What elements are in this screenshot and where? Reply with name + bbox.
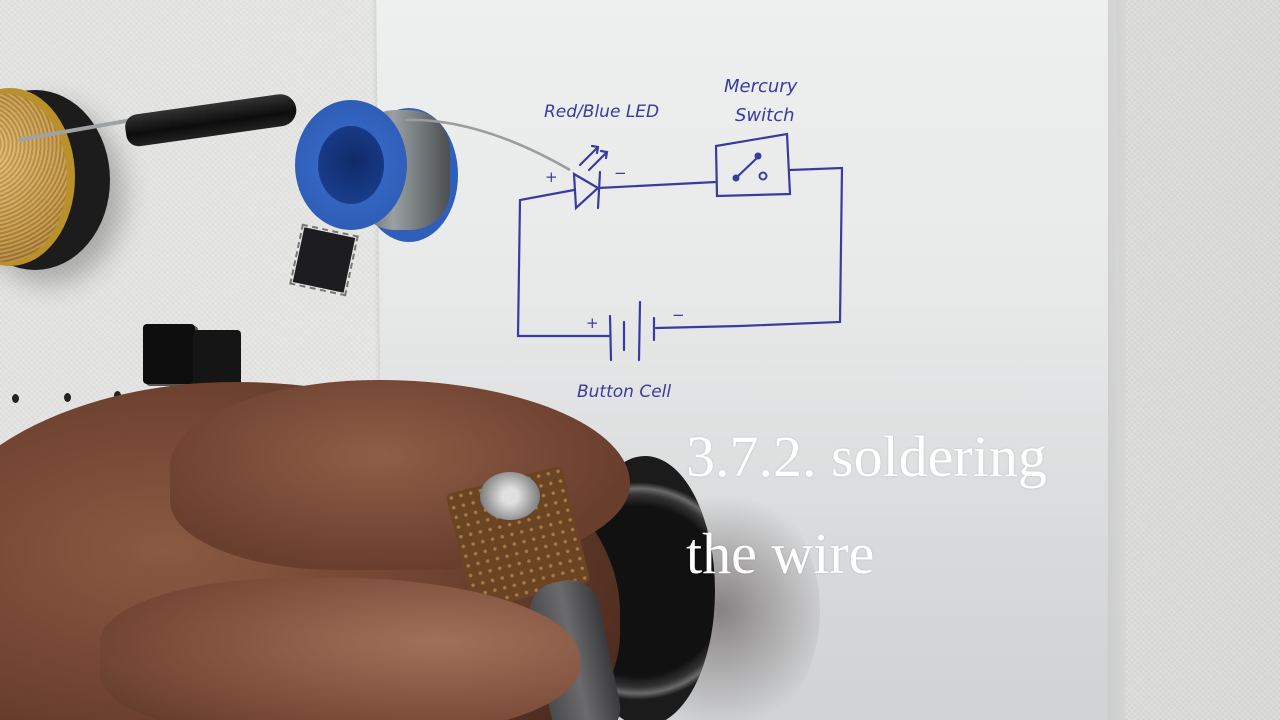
- switch-label-line1: Mercury: [724, 76, 798, 97]
- ink-dot: [64, 393, 71, 402]
- video-caption: 3.7.2. soldering the wire: [686, 408, 1047, 602]
- qfp-ic-chip: [143, 324, 195, 384]
- switch-label-line2: Switch: [735, 105, 795, 126]
- led-minus-sign: −: [614, 164, 627, 182]
- spool-center-hole: [318, 126, 384, 204]
- led-plus-sign: +: [545, 168, 558, 186]
- qfp-ic-chip-2: [193, 330, 241, 386]
- battery-plus-sign: +: [586, 314, 599, 332]
- led-component: [480, 472, 540, 520]
- caption-line-2: the wire: [686, 521, 875, 586]
- battery-label: Button Cell: [577, 382, 671, 402]
- caption-line-1: 3.7.2. soldering: [686, 424, 1047, 489]
- battery-minus-sign: −: [672, 306, 685, 324]
- ink-dot: [12, 394, 19, 403]
- led-label: Red/Blue LED: [544, 102, 659, 122]
- thumb: [100, 578, 580, 720]
- paper-edge: [1108, 0, 1126, 720]
